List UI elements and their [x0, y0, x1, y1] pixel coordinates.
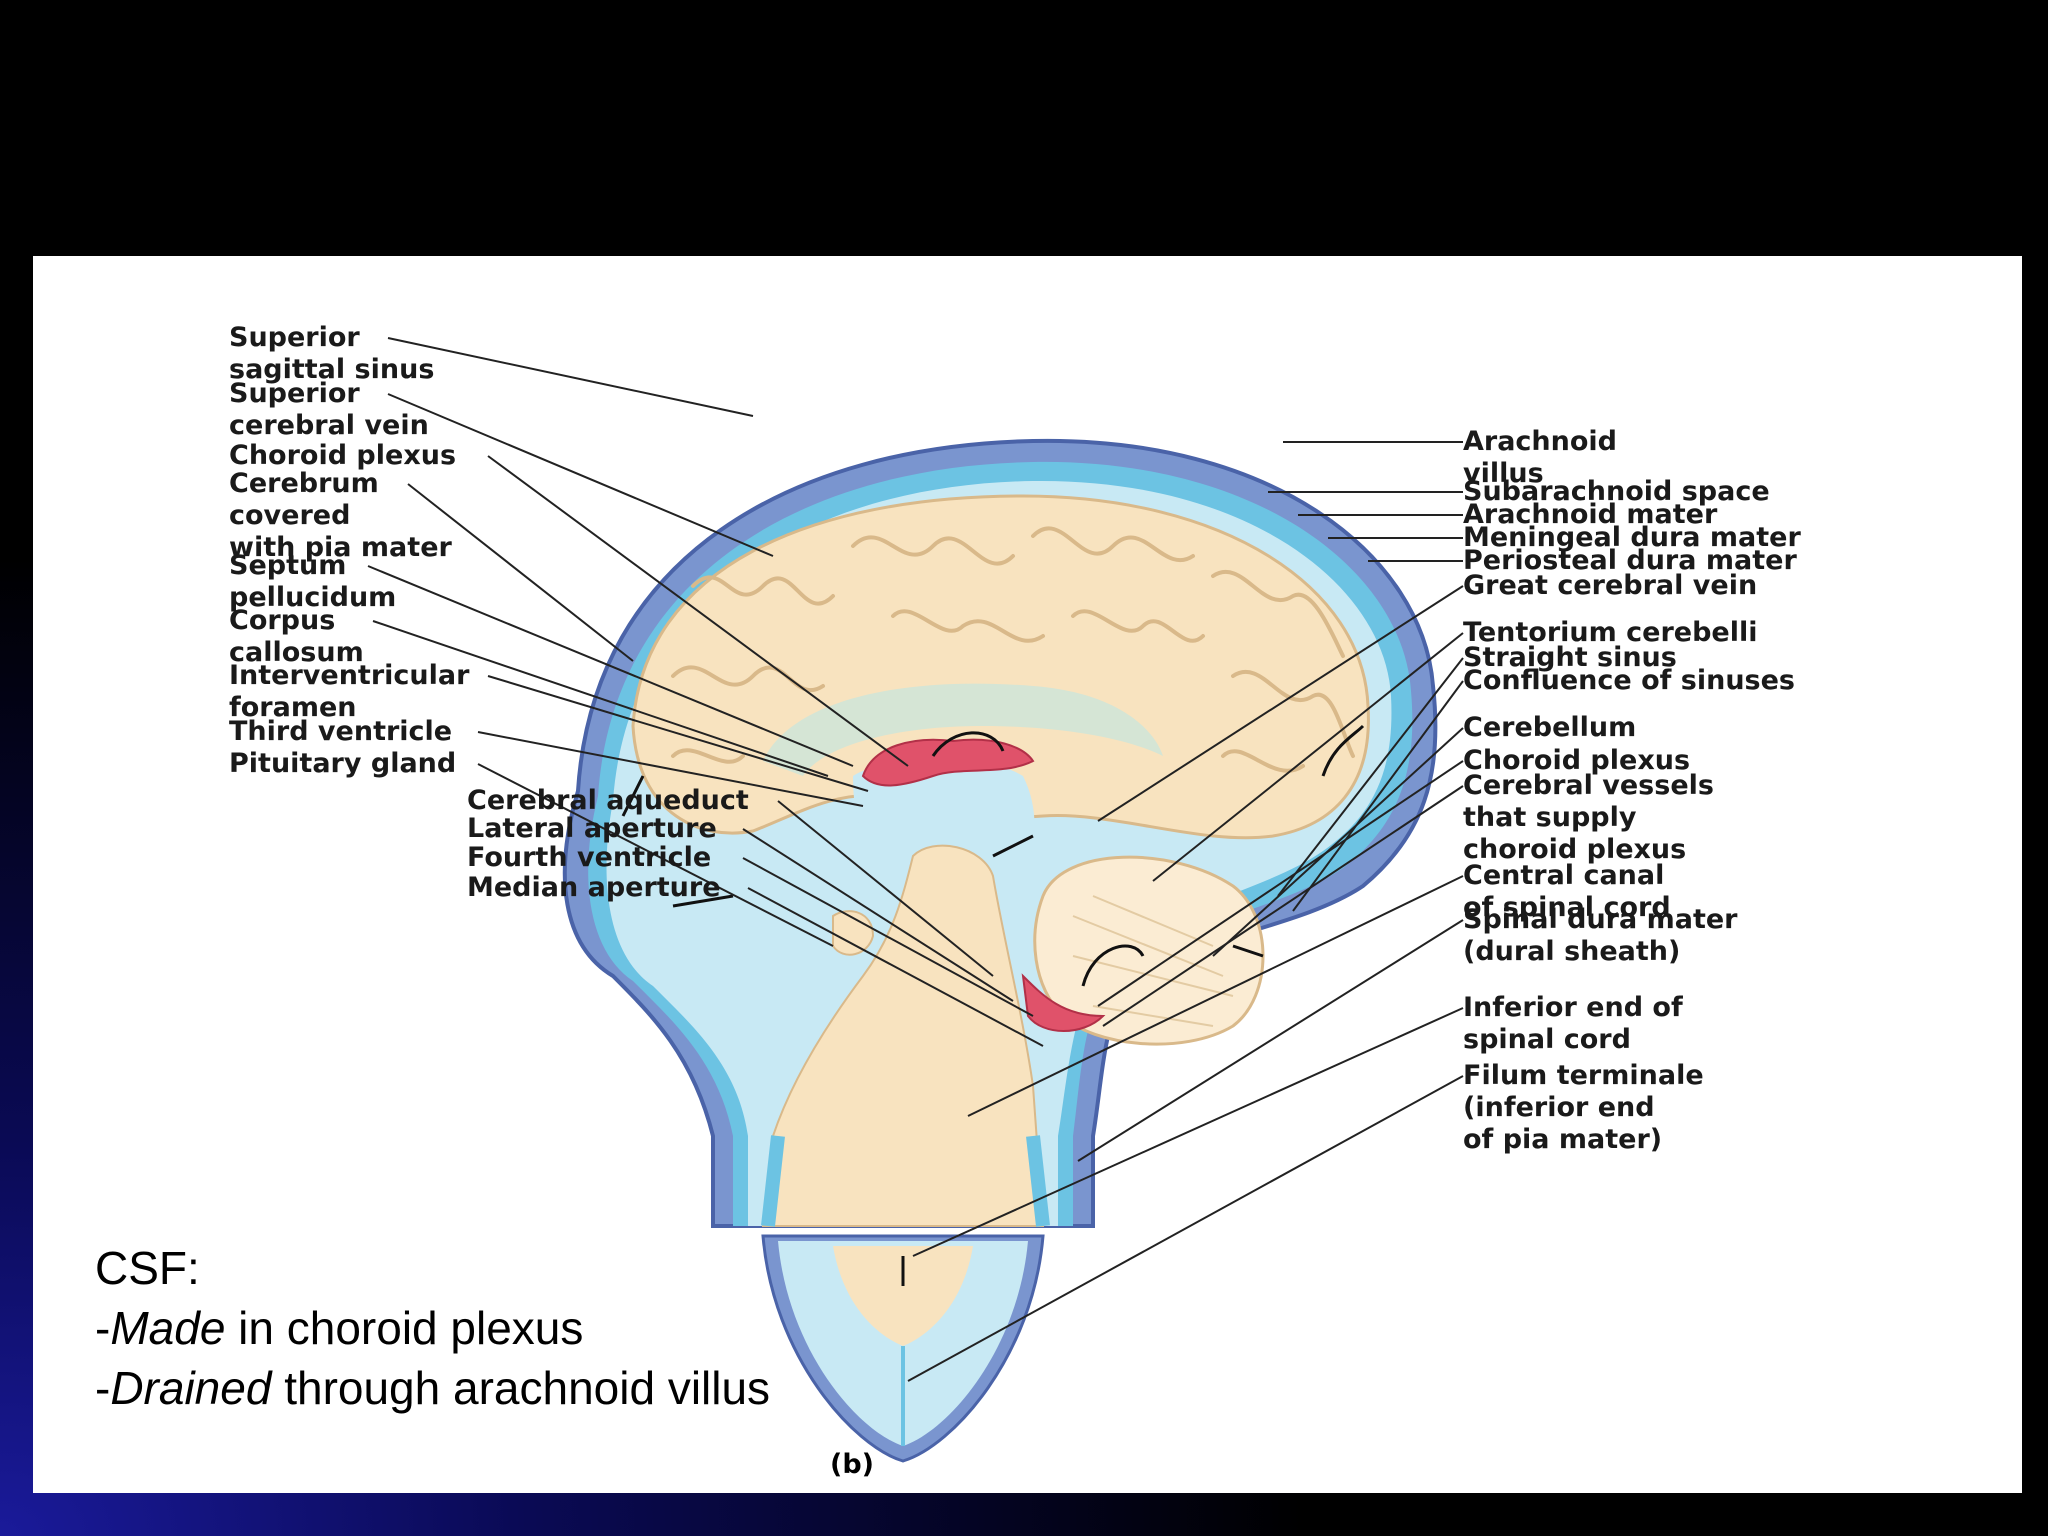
label-median-aperture: Median aperture [467, 872, 721, 903]
note-rest-drained: through arachnoid villus [271, 1362, 771, 1414]
brainstem [761, 844, 1045, 1227]
label-confluence-of-sinuses: Confluence of sinuses [1463, 665, 1795, 696]
label-tentorium-cerebelli: Tentorium cerebelli [1463, 617, 1758, 648]
cerebellum-folia [1072, 895, 1234, 1027]
label-straight-sinus: Straight sinus [1463, 642, 1677, 673]
label-cerebral-aqueduct: Cerebral aqueduct [467, 785, 749, 816]
flow-arrows [621, 724, 1365, 1286]
note-rest-made: in choroid plexus [225, 1302, 584, 1354]
csf-circulation-diagram [367, 337, 1464, 1463]
label-choroid-plexus-left: Choroid plexus [229, 440, 457, 471]
spinal-csf-stripes [761, 1135, 1050, 1227]
label-fourth-ventricle: Fourth ventricle [467, 842, 712, 873]
label-meningeal-dura-mater: Meningeal dura mater [1463, 522, 1801, 553]
label-corpus-callosum: Corpus callosum [229, 605, 364, 668]
label-septum-pellucidum: Septum pellucidum [229, 550, 397, 613]
slide-panel: Superior sagittal sinus Superior cerebra… [33, 256, 2022, 1493]
label-spinal-dura-mater: Spinal dura mater (dural sheath) [1463, 904, 1738, 967]
label-central-canal: Central canal of spinal cord [1463, 860, 1671, 923]
cerebellum-shape [1033, 855, 1265, 1046]
label-pituitary-gland: Pituitary gland [229, 748, 457, 779]
label-superior-sagittal-sinus: Superior sagittal sinus [229, 322, 435, 385]
label-superior-cerebral-vein: Superior cerebral vein [229, 378, 429, 441]
label-great-cerebral-vein: Great cerebral vein [1463, 570, 1758, 601]
label-arachnoid-villus: Arachnoid villus [1463, 426, 1618, 489]
note-emph-made: Made [110, 1302, 226, 1354]
label-third-ventricle: Third ventricle [229, 716, 453, 747]
label-periosteal-dura-mater: Periosteal dura mater [1463, 545, 1797, 576]
label-filum-terminale: Filum terminale (inferior end of pia mat… [1463, 1060, 1704, 1155]
choroid-plexus-upper [861, 738, 1035, 787]
label-lateral-aperture: Lateral aperture [467, 813, 717, 844]
label-inferior-end-spinal-cord: Inferior end of spinal cord [1463, 992, 1683, 1055]
note-bullet: - [95, 1362, 111, 1414]
note-bullet: - [95, 1302, 111, 1354]
label-choroid-plexus-right: Choroid plexus [1463, 745, 1691, 776]
note-emph-drained: Drained [110, 1362, 272, 1414]
label-interventricular-foramen: Interventricular foramen [229, 660, 470, 723]
csf-note-title: CSF: [95, 1242, 200, 1294]
csf-note-drained: -Drained through arachnoid villus [95, 1358, 770, 1418]
choroid-plexus-lower [1021, 973, 1106, 1032]
label-subarachnoid-space: Subarachnoid space [1463, 476, 1770, 507]
label-cerebellum: Cerebellum [1463, 712, 1637, 743]
figure-tag: (b) [830, 1449, 875, 1480]
csf-note-made: -Made in choroid plexus [95, 1298, 583, 1358]
label-cerebral-vessels: Cerebral vessels that supply choroid ple… [1463, 770, 1714, 865]
corpus-callosum-shape [763, 683, 1163, 776]
leader-lines [367, 337, 1464, 1382]
label-cerebrum: Cerebrum covered with pia mater [229, 468, 452, 563]
spinal-cord-end [833, 1246, 973, 1346]
pituitary-shape [832, 910, 875, 956]
label-arachnoid-mater: Arachnoid mater [1463, 499, 1718, 530]
